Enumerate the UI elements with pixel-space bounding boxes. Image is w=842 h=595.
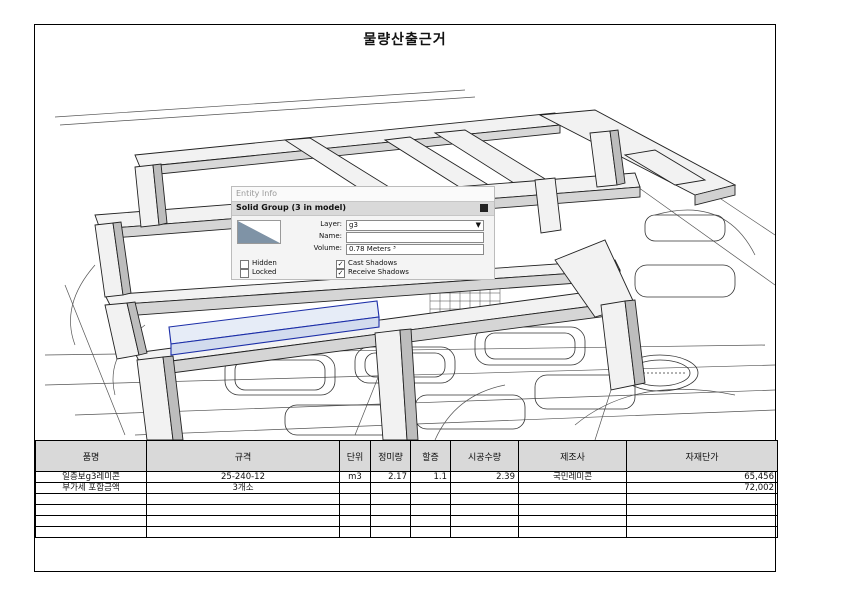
locked-label: Locked	[252, 268, 277, 276]
cell-spec: 3개소	[146, 482, 340, 494]
locked-checkbox[interactable]	[240, 269, 249, 278]
cell-empty	[450, 504, 519, 516]
cell-empty	[450, 526, 519, 538]
layer-select[interactable]: g3 ▼	[346, 220, 484, 231]
cell-empty	[518, 526, 627, 538]
quantity-sheet: 물량산출근거	[34, 24, 778, 572]
header-surcharge: 할증	[410, 440, 451, 472]
material-swatch[interactable]	[237, 220, 281, 244]
cell-unit-price: 65,456	[626, 471, 778, 483]
receive-shadows-label: Receive Shadows	[348, 268, 409, 276]
model-drawing	[44, 89, 775, 440]
cell-unit	[339, 482, 371, 494]
cell-empty	[626, 526, 778, 538]
cell-manufacturer	[518, 482, 627, 494]
header-item-name: 품명	[35, 440, 147, 472]
cell-empty	[35, 515, 147, 527]
cast-shadows-label: Cast Shadows	[348, 259, 398, 267]
table-header-row: 품명 규격 단위 정미량 할증 시공수량 제조사 자재단가	[35, 440, 778, 472]
cell-empty	[35, 504, 147, 516]
cell-empty	[339, 493, 371, 505]
layer-value: g3	[349, 221, 358, 229]
cell-unit-price: 72,002	[626, 482, 778, 494]
cell-empty	[370, 515, 411, 527]
pin-icon[interactable]	[480, 204, 488, 212]
table-row: 부가세 포함금액 3개소 72,002	[35, 482, 778, 494]
header-manufacturer: 제조사	[518, 440, 627, 472]
cell-empty	[626, 515, 778, 527]
header-unit: 단위	[339, 440, 371, 472]
cell-empty	[339, 504, 371, 516]
cell-net-quantity	[370, 482, 411, 494]
cell-construction-quantity	[450, 482, 519, 494]
cell-empty	[35, 526, 147, 538]
cell-empty	[518, 515, 627, 527]
cell-empty	[626, 493, 778, 505]
entity-type-label: Solid Group (3 in model)	[236, 203, 347, 212]
table-row	[35, 504, 778, 516]
volume-value: 0.78 Meters ³	[346, 244, 484, 255]
cell-construction-quantity: 2.39	[450, 471, 519, 483]
material-preview-icon	[238, 221, 280, 243]
header-net-quantity: 정미량	[370, 440, 411, 472]
cell-empty	[339, 515, 371, 527]
cast-shadows-checkbox[interactable]: ✓	[336, 260, 345, 269]
header-unit-price: 자재단가	[626, 440, 778, 472]
hidden-checkbox[interactable]	[240, 260, 249, 269]
cell-empty	[450, 515, 519, 527]
table-row	[35, 526, 778, 538]
cell-surcharge	[410, 482, 451, 494]
quantity-table: 품명 규격 단위 정미량 할증 시공수량 제조사 자재단가 일층보g3레미콘 2…	[35, 440, 778, 538]
entity-info-panel: Entity Info Solid Group (3 in model) Lay…	[231, 186, 495, 280]
receive-shadows-checkbox[interactable]: ✓	[336, 269, 345, 278]
name-input[interactable]	[346, 232, 484, 243]
chevron-down-icon: ▼	[475, 221, 481, 229]
layer-label: Layer:	[320, 220, 342, 228]
cell-empty	[518, 504, 627, 516]
cell-item-name: 부가세 포함금액	[35, 482, 147, 494]
cell-surcharge: 1.1	[410, 471, 451, 483]
cell-spec: 25-240-12	[146, 471, 340, 483]
cell-empty	[35, 493, 147, 505]
name-label: Name:	[318, 232, 342, 240]
cell-empty	[370, 526, 411, 538]
table-row: 일층보g3레미콘 25-240-12 m3 2.17 1.1 2.39 국민레미…	[35, 471, 778, 483]
cell-empty	[626, 504, 778, 516]
cell-empty	[410, 493, 451, 505]
cell-empty	[410, 526, 451, 538]
cell-empty	[339, 526, 371, 538]
cell-empty	[410, 515, 451, 527]
cell-empty	[146, 515, 340, 527]
volume-label: Volume:	[313, 244, 342, 252]
entity-type-bar: Solid Group (3 in model)	[232, 201, 494, 216]
cell-empty	[146, 493, 340, 505]
cell-net-quantity: 2.17	[370, 471, 411, 483]
page-title: 물량산출근거	[35, 25, 775, 56]
model-viewport[interactable]: Entity Info Solid Group (3 in model) Lay…	[35, 55, 775, 441]
cell-unit: m3	[339, 471, 371, 483]
hidden-label: Hidden	[252, 259, 277, 267]
table-row	[35, 515, 778, 527]
cell-empty	[410, 504, 451, 516]
cell-empty	[146, 504, 340, 516]
cell-empty	[370, 493, 411, 505]
header-construction-quantity: 시공수량	[450, 440, 519, 472]
cell-empty	[450, 493, 519, 505]
cell-empty	[518, 493, 627, 505]
cell-item-name: 일층보g3레미콘	[35, 471, 147, 483]
table-row	[35, 493, 778, 505]
entity-info-header: Entity Info	[232, 187, 494, 201]
header-spec: 규격	[146, 440, 340, 472]
cell-manufacturer: 국민레미콘	[518, 471, 627, 483]
cell-empty	[370, 504, 411, 516]
cell-empty	[146, 526, 340, 538]
